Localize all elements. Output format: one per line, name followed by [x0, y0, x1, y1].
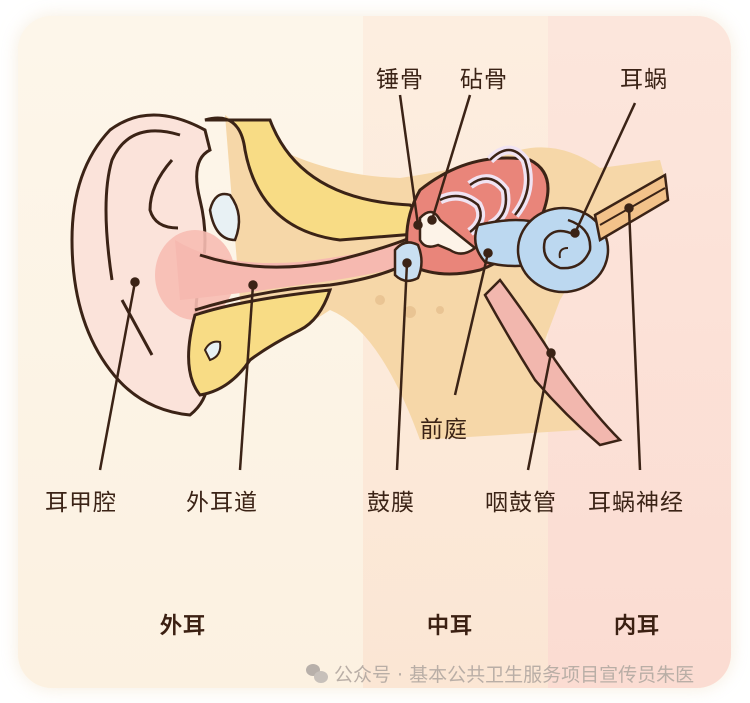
leader-lines — [98, 94, 642, 471]
watermark: 公众号 · 基本公共卫生服务项目宣传员朱医 — [306, 660, 694, 687]
wechat-icon — [306, 663, 328, 684]
label-cochlea: 耳蜗 — [620, 67, 668, 93]
lobule-mark — [120, 299, 154, 356]
label-cochlear-nerve: 耳蜗神经 — [588, 490, 684, 516]
lower-cartilage — [187, 288, 333, 397]
upper-cartilage-hole — [208, 192, 241, 242]
watermark-text: 公众号 · 基本公共卫生服务项目宣传员朱医 — [334, 664, 695, 686]
label-vestibule: 前庭 — [420, 417, 468, 443]
label-concha-cavity: 耳甲腔 — [45, 490, 117, 516]
eustachian-tube — [483, 278, 623, 447]
section-label-inner-ear: 内耳 — [614, 614, 661, 639]
label-eustachian-tube: 咽鼓管 — [485, 490, 557, 516]
canal-top-wall — [199, 236, 411, 269]
upper-cartilage — [204, 116, 444, 242]
canal-bottom-wall — [194, 260, 411, 312]
antihelix — [104, 129, 181, 281]
inner-ear-zone — [548, 16, 731, 688]
label-incus: 砧骨 — [460, 67, 508, 93]
section-label-outer-ear: 外耳 — [160, 614, 207, 639]
label-eardrum: 鼓膜 — [367, 490, 415, 516]
label-external-canal: 外耳道 — [186, 490, 258, 516]
cochlea-spiral — [542, 218, 592, 270]
label-malleus: 锤骨 — [376, 67, 424, 93]
section-label-middle-ear: 中耳 — [427, 614, 474, 639]
lower-cartilage-hole — [203, 340, 222, 362]
tragus-curve — [148, 159, 179, 230]
